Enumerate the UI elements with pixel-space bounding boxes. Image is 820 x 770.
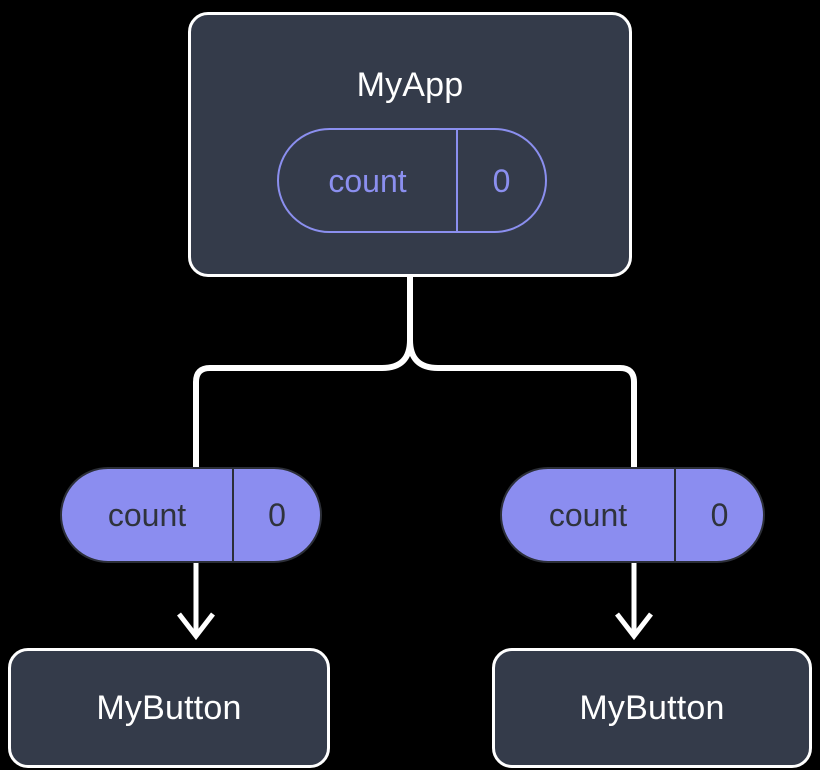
arrowhead-right-icon [615,612,653,641]
state-pill-branch-right-key: count [502,469,676,561]
component-title-mybutton-left: MyButton [96,689,242,727]
edge-root-split-right [407,274,637,470]
arrowhead-left-icon [177,612,215,641]
state-pill-root-key: count [279,130,458,231]
state-pill-branch-right-value: 0 [710,497,729,533]
component-node-mybutton-right[interactable]: MyButton [492,648,812,768]
state-pill-branch-left-key: count [62,469,234,561]
state-pill-root[interactable]: count 0 [277,128,547,233]
edge-root-split-left [193,274,413,470]
component-title-mybutton-right: MyButton [579,689,725,727]
component-node-mybutton-left[interactable]: MyButton [8,648,330,768]
component-title-myapp: MyApp [356,66,464,104]
state-pill-branch-left[interactable]: count 0 [60,467,322,563]
state-pill-root-value: 0 [492,162,511,199]
state-pill-branch-left-value: 0 [268,497,286,533]
state-pill-branch-right[interactable]: count 0 [500,467,765,563]
